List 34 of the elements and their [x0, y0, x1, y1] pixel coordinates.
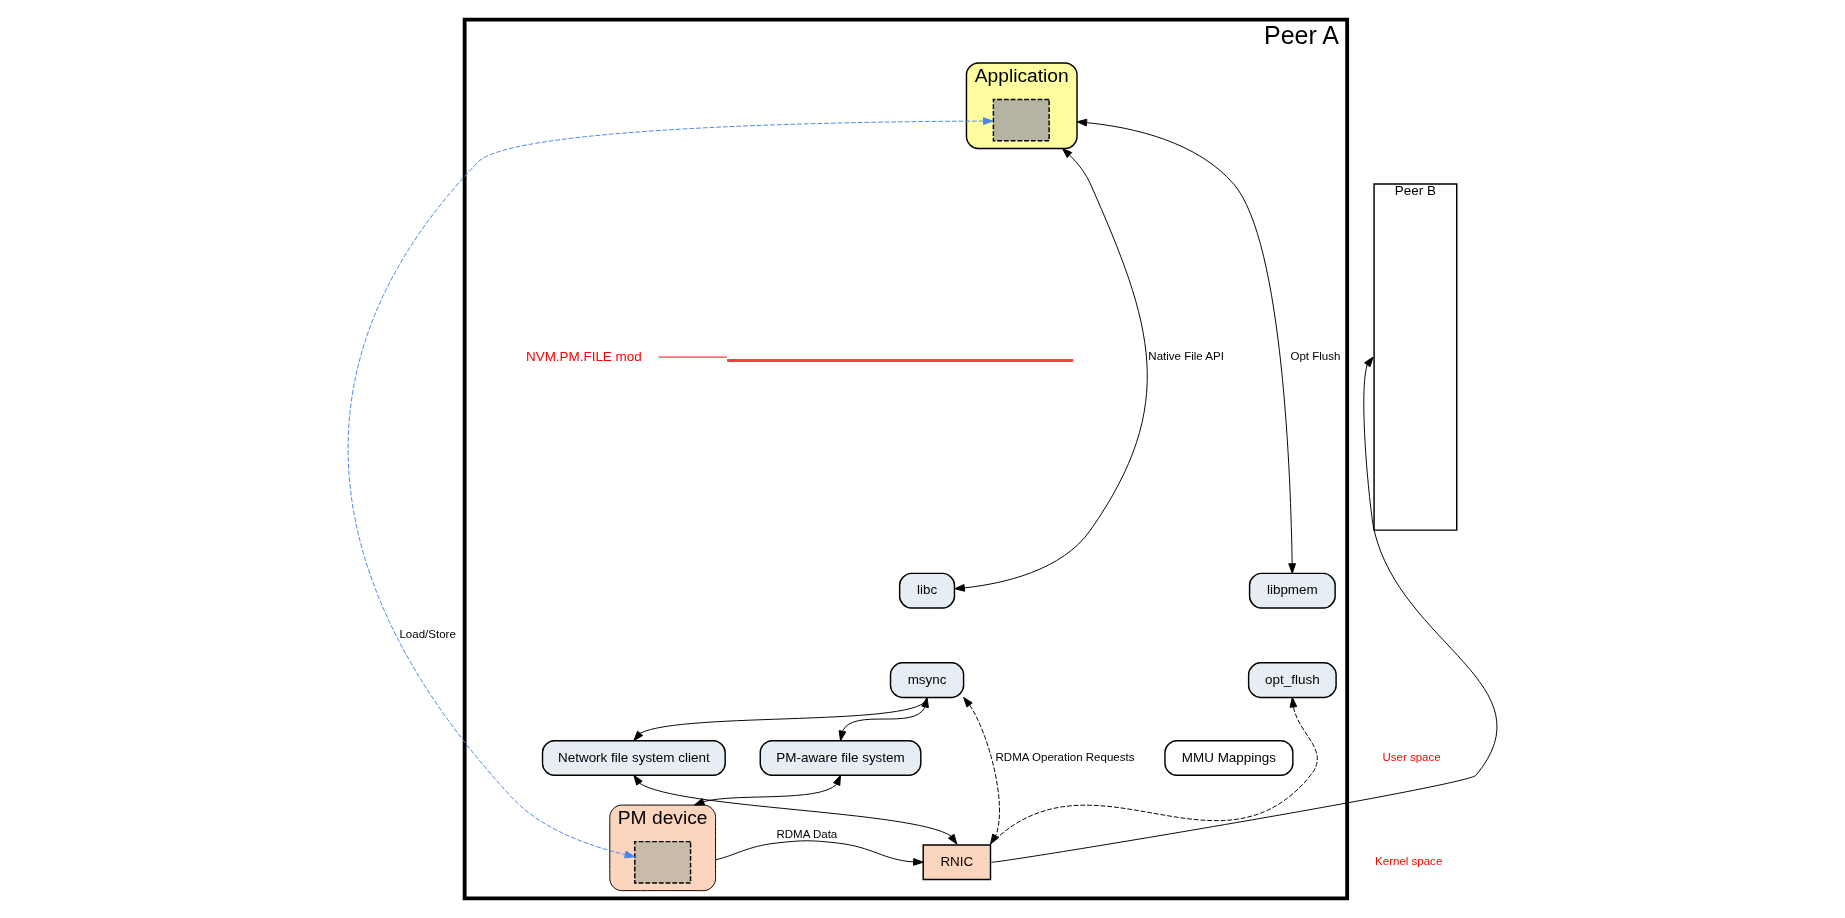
arrow [715, 840, 924, 866]
cluster: Application [965, 62, 1078, 150]
edge-label: RDMA Operation Requests [995, 750, 1135, 763]
node-box: libc [898, 572, 956, 609]
node-box: PM-aware file system [759, 739, 922, 776]
node-box: opt_flush [1247, 662, 1337, 699]
node-box: Peer B [1373, 183, 1458, 531]
node-box: MMU Mappings [1164, 739, 1294, 776]
edge-label: RDMA Data [776, 827, 838, 840]
label: User space [1382, 750, 1441, 763]
arrow [348, 117, 994, 859]
node-bracket [727, 359, 1074, 362]
arrow [838, 696, 929, 742]
arrow [633, 696, 928, 742]
arrow [990, 696, 1318, 845]
arrow [991, 356, 1498, 863]
edge-label: Load/Store [399, 628, 456, 641]
node-box: libpmem [1248, 572, 1336, 609]
node-box: Network file system client [541, 739, 726, 776]
arrow [633, 774, 958, 845]
node-box: msync [889, 662, 965, 699]
connector [658, 356, 728, 358]
arrow [963, 696, 1000, 845]
node-box [992, 98, 1050, 142]
node-text: NVM.PM.FILE mod [525, 348, 642, 364]
arrow [693, 774, 841, 806]
node-box [634, 840, 692, 884]
cluster: PM device [609, 804, 717, 892]
edge-label: Native File API [1148, 350, 1224, 363]
label: Kernel space [1375, 855, 1443, 868]
arrow [1076, 118, 1296, 574]
arrow [954, 148, 1148, 592]
edge-label: Opt Flush [1290, 350, 1341, 363]
node-box: RNIC [922, 844, 992, 881]
